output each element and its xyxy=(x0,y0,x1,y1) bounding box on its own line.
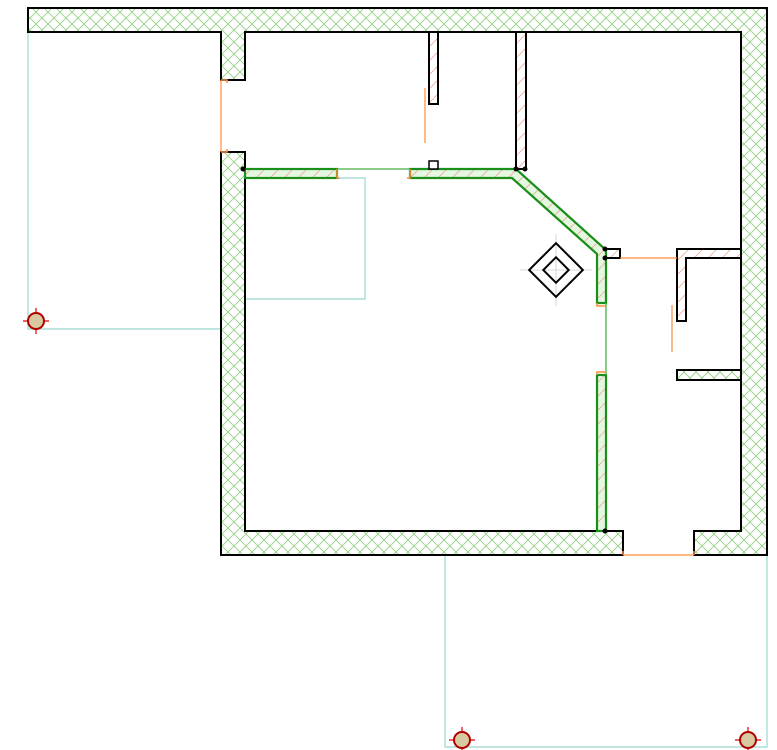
survey-markers xyxy=(23,308,761,750)
wall-top-left[interactable] xyxy=(27,7,768,556)
window-post[interactable] xyxy=(428,160,439,170)
chimney-symbol[interactable] xyxy=(520,234,592,306)
wall-selected-2[interactable] xyxy=(408,167,608,305)
zone-room[interactable] xyxy=(245,177,366,300)
zone-bottom[interactable] xyxy=(444,555,768,748)
interior-walls[interactable] xyxy=(428,31,742,322)
wall-selected-1[interactable] xyxy=(243,167,339,180)
wall-right-partition[interactable] xyxy=(676,369,742,381)
zone-boundaries xyxy=(27,32,768,748)
zone-left[interactable] xyxy=(27,32,221,330)
wall-interior-1[interactable] xyxy=(428,31,439,105)
survey-point-marker[interactable] xyxy=(449,727,475,750)
openings[interactable] xyxy=(220,79,695,556)
wall-interior-right[interactable] xyxy=(676,248,742,322)
wall-selected-3[interactable] xyxy=(595,373,608,533)
wall-left-bottom[interactable] xyxy=(220,151,624,556)
wall-nodes xyxy=(240,166,608,534)
survey-point-marker[interactable] xyxy=(23,308,49,334)
survey-point-marker[interactable] xyxy=(735,727,761,750)
wall-stub[interactable] xyxy=(605,248,621,259)
selection-lines xyxy=(337,168,607,375)
wall-interior-2[interactable] xyxy=(515,31,527,170)
selected-walls[interactable] xyxy=(243,160,608,533)
exterior-walls[interactable] xyxy=(27,7,768,556)
